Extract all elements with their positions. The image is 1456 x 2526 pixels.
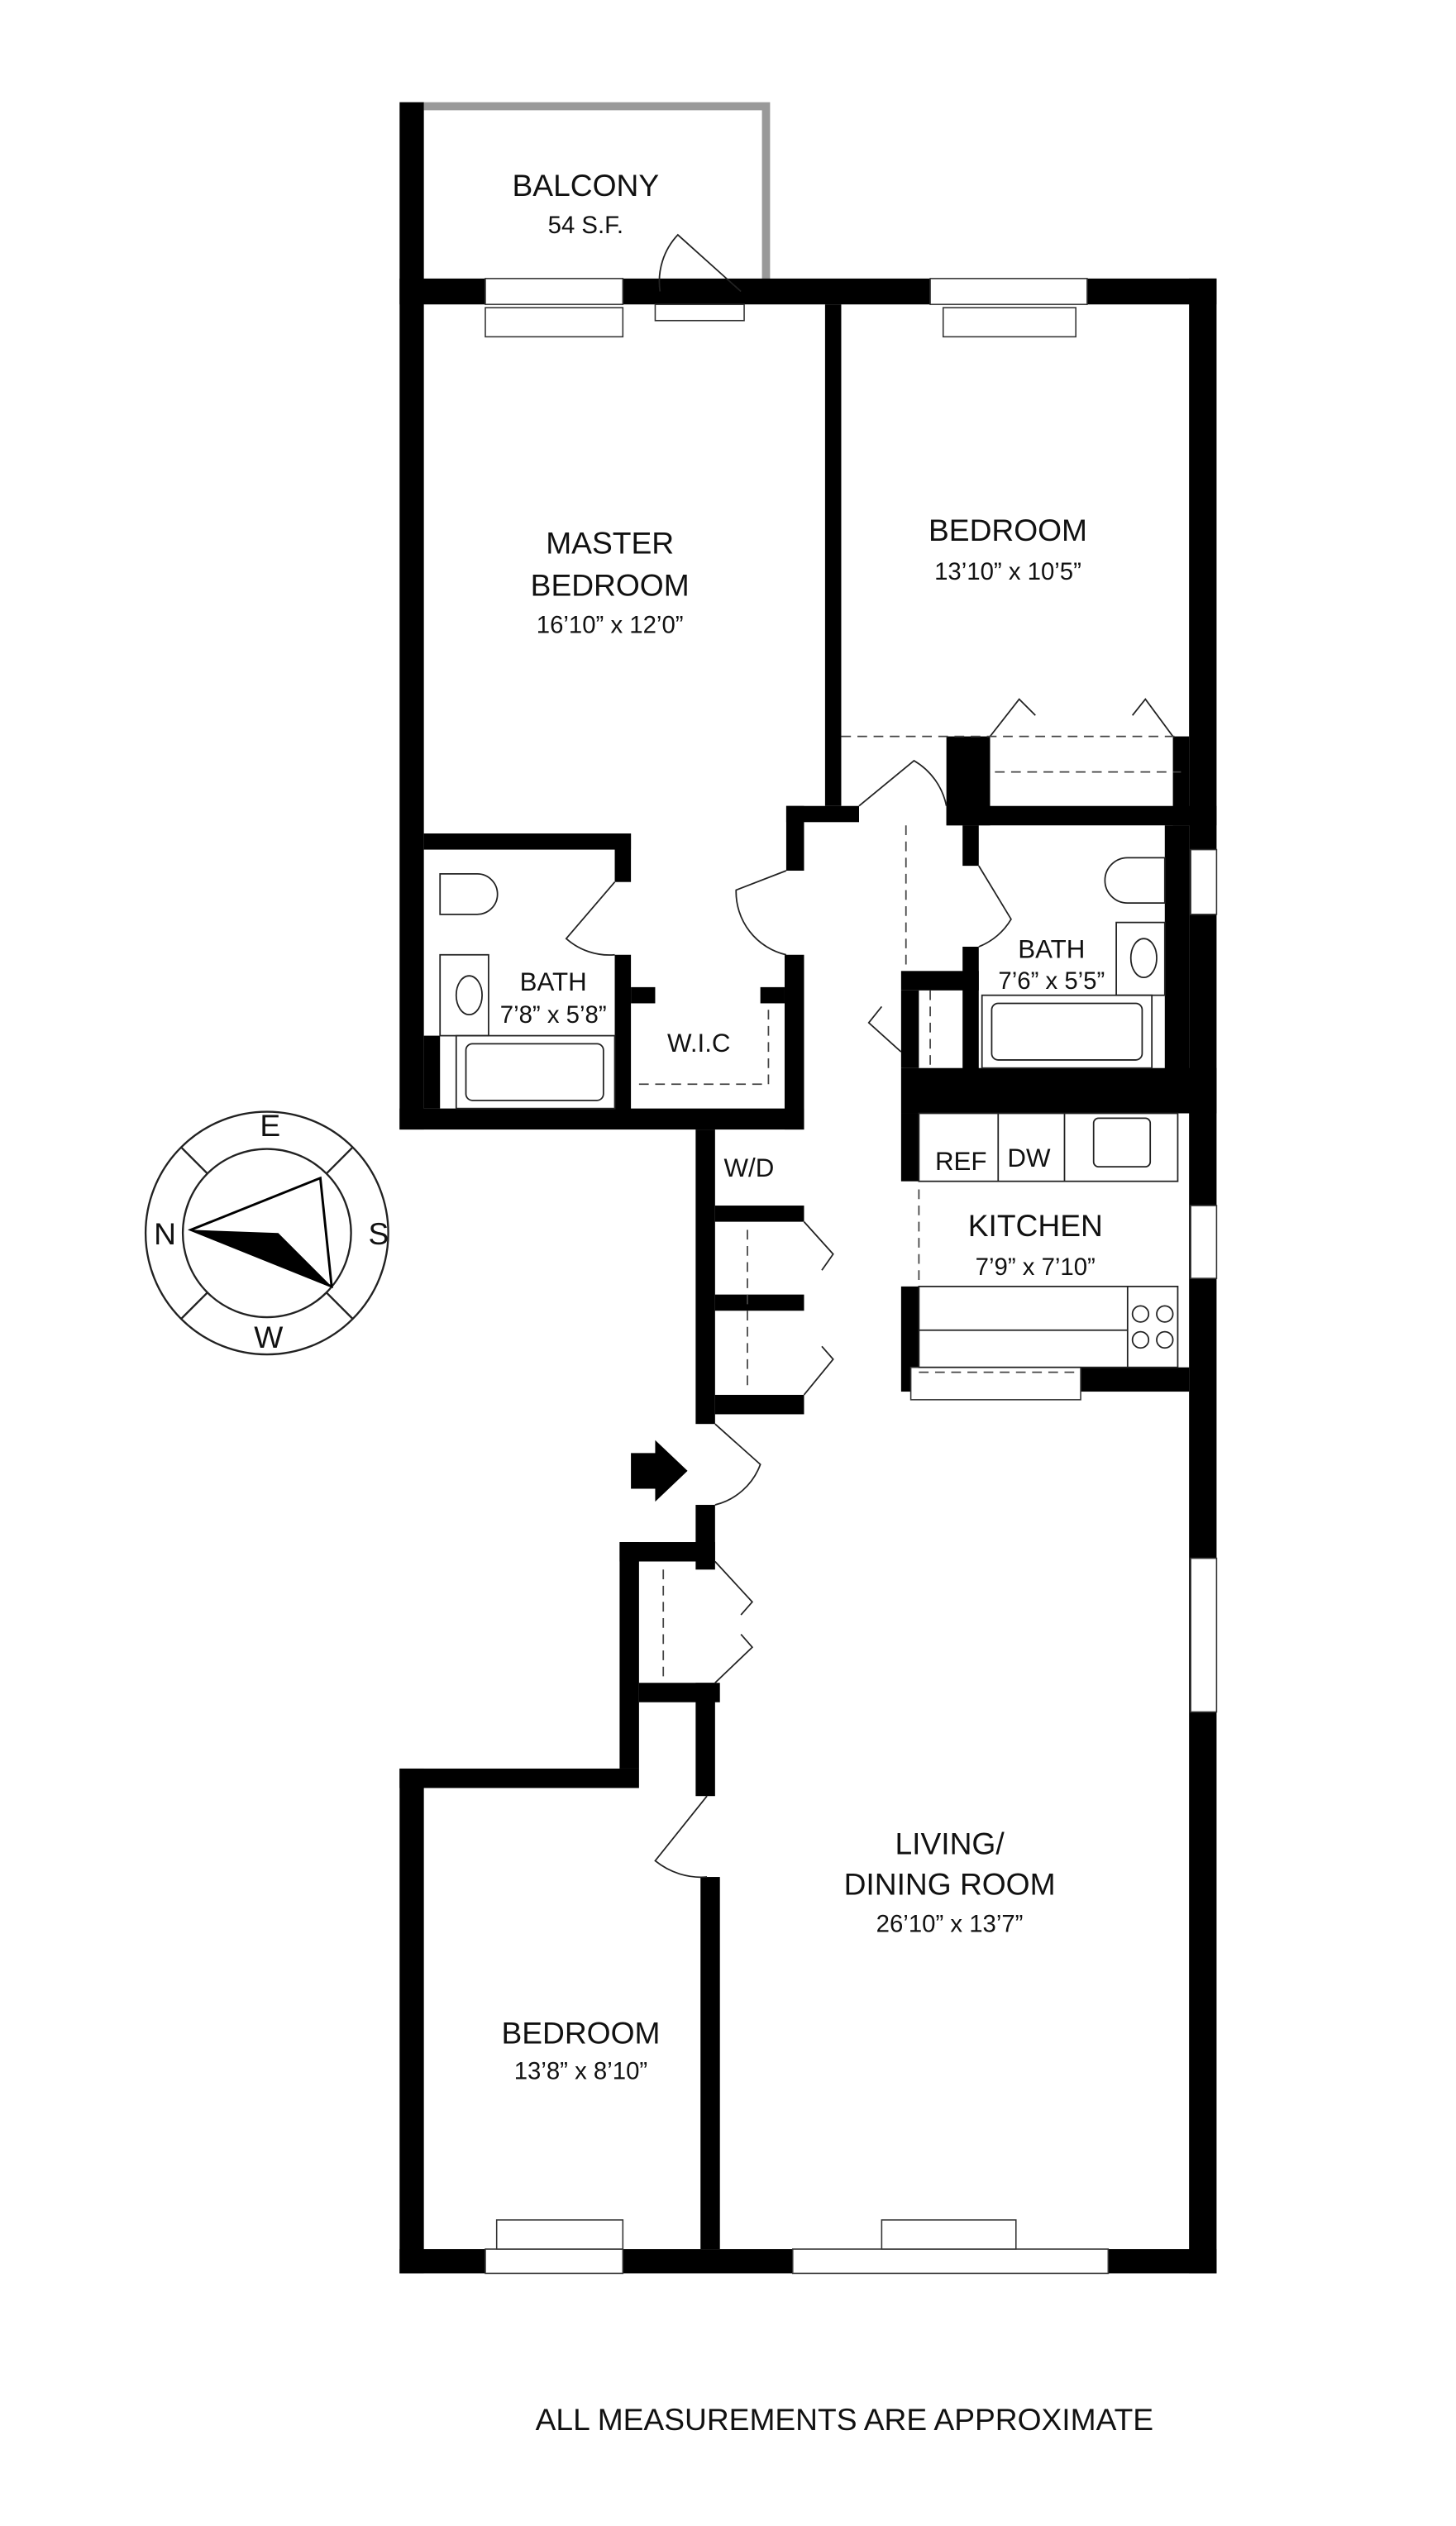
compass-w: W — [254, 1320, 283, 1354]
bath-2-label: BATH — [1018, 935, 1085, 964]
balcony-railing — [423, 102, 771, 285]
living-size: 26’10” x 13’7” — [876, 1911, 1024, 1938]
closet-dashes — [638, 735, 1182, 1683]
wd-label: W/D — [724, 1153, 775, 1182]
windows — [485, 278, 1218, 2275]
ref-label: REF — [935, 1147, 987, 1176]
bedroom-1-label: BEDROOM — [928, 513, 1087, 547]
balcony-label: BALCONY — [513, 168, 660, 203]
master-bedroom-label-2: BEDROOM — [531, 567, 690, 602]
bedroom-2-size: 13’8” x 8’10” — [514, 2058, 647, 2085]
compass: E S W N — [144, 1108, 389, 1356]
kitchen-label: KITCHEN — [968, 1208, 1103, 1243]
kitchen-size: 7’9” x 7’10” — [976, 1253, 1096, 1281]
compass-e: E — [260, 1108, 280, 1143]
bath-1-label: BATH — [520, 967, 587, 996]
bedroom-2-label: BEDROOM — [501, 2016, 660, 2051]
bath-1-size: 7’8” x 5’8” — [500, 1001, 607, 1029]
wic-label: W.I.C — [667, 1029, 731, 1058]
footer-note: ALL MEASUREMENTS ARE APPROXIMATE — [536, 2402, 1153, 2437]
room-labels: BALCONY 54 S.F. MASTER BEDROOM 16’10” x … — [500, 168, 1105, 2085]
bath-2-size: 7’6” x 5’5” — [998, 967, 1105, 995]
master-bedroom-size: 16’10” x 12’0” — [537, 611, 684, 638]
fixtures — [439, 857, 1179, 1368]
master-bedroom-label-1: MASTER — [546, 526, 674, 561]
living-label-2: DINING ROOM — [844, 1867, 1056, 1902]
balcony-size: 54 S.F. — [548, 212, 623, 239]
dw-label: DW — [1007, 1144, 1051, 1172]
doors — [565, 233, 1174, 1879]
living-label-1: LIVING/ — [895, 1826, 1005, 1861]
compass-s: S — [368, 1216, 389, 1251]
walls — [399, 102, 1217, 2274]
entrance-arrow-icon — [631, 1440, 688, 1502]
compass-n: N — [154, 1216, 176, 1251]
bedroom-1-size: 13’10” x 10’5” — [934, 558, 1081, 585]
